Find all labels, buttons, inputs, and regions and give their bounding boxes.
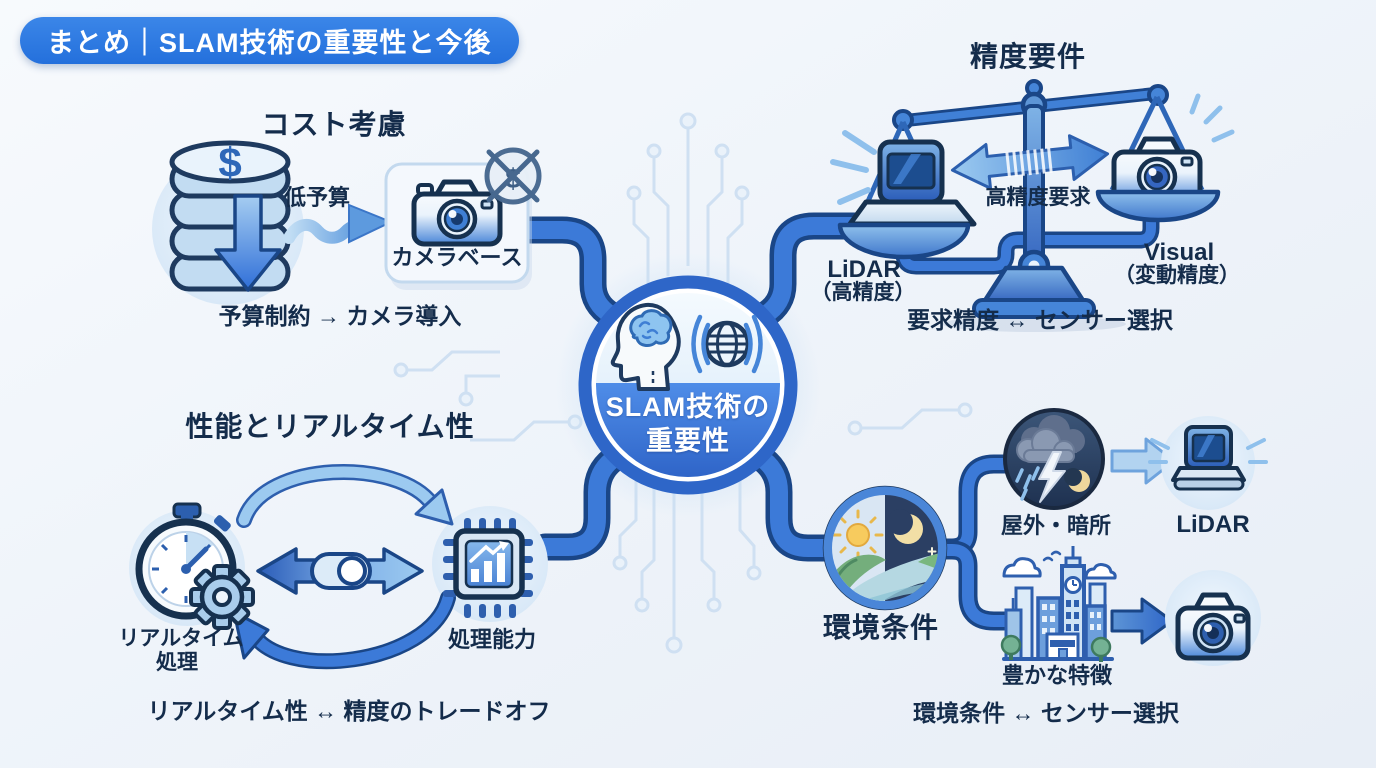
processing-power-label: 処理能力	[447, 627, 537, 652]
accuracy-section-title: 精度要件	[969, 41, 1087, 72]
connector-performance	[531, 446, 626, 561]
center-connectors	[513, 212, 1016, 631]
title-badge: まとめ｜SLAM技術の重要性と今後	[20, 17, 519, 64]
scale-shadow	[942, 316, 1126, 332]
center-node-title: SLAM技術の 重要性	[606, 391, 771, 459]
visual-pan-sublabel: （変動精度）	[1114, 264, 1240, 287]
environment-node-label: 環境条件	[822, 612, 940, 643]
wavy-arrow-icon	[283, 203, 394, 244]
lidar-small-icon	[1148, 416, 1268, 510]
connector-accuracy	[751, 212, 870, 329]
camera-base-label: カメラベース	[391, 245, 523, 270]
day-night-icon	[822, 485, 948, 611]
right-pan	[1095, 189, 1221, 223]
branch-pipe-dark-place	[930, 454, 1016, 558]
realtime-label-line1: リアルタイム	[118, 627, 244, 650]
center-title-line1: SLAM技術の	[605, 392, 771, 422]
down-arrow-icon	[214, 194, 282, 292]
arrow-to-lidar-icon	[1110, 437, 1176, 485]
center-node	[578, 275, 798, 495]
environment-group	[822, 408, 1268, 666]
performance-group	[129, 464, 548, 670]
pan-link-pipe	[895, 206, 1160, 275]
cost-caption: 予算制約 → カメラ導入	[218, 303, 462, 329]
center-title-line2: 重要性	[646, 425, 730, 456]
gear-icon	[189, 564, 255, 630]
camera-icon	[411, 179, 503, 247]
arrow-to-camera-icon	[1110, 597, 1174, 645]
cycle-arrows-icon	[232, 464, 456, 670]
stopwatch-gear-icon	[135, 502, 255, 630]
circuit-traces	[393, 112, 973, 654]
storm-night-icon	[1003, 408, 1105, 510]
rich-features-label: 豊かな特徴	[1001, 663, 1113, 688]
brain-head-icon	[610, 302, 681, 391]
lidar-pan-sublabel: （高精度）	[810, 281, 916, 304]
connector-environment	[750, 446, 842, 562]
left-pan	[837, 222, 971, 260]
accuracy-caption: 要求精度 ↔ センサー選択	[907, 307, 1173, 333]
dollar-symbol: $	[218, 139, 241, 186]
no-money-icon: $	[484, 147, 542, 205]
visual-pan-label: Visual	[1143, 239, 1215, 266]
connector-cost	[513, 216, 625, 329]
cost-section-title: コスト考慮	[261, 109, 407, 140]
city-features-icon	[1000, 546, 1117, 662]
tradeoff-arrow-icon	[950, 134, 1110, 190]
accuracy-group	[830, 79, 1235, 332]
performance-section-title: 性能とリアルタイム性	[185, 411, 475, 442]
globe-signal-icon	[691, 314, 763, 374]
chip-chart-icon	[443, 518, 533, 618]
lidar-pan-label: LiDAR	[827, 256, 901, 283]
high-accuracy-demand-label: 高精度要求	[985, 186, 1091, 209]
branch-pipe-rich-features	[930, 540, 1014, 631]
toggle-arrow-icon	[256, 547, 424, 595]
outdoor-dark-label: 屋外・暗所	[1000, 513, 1112, 538]
camera-sparkles	[1189, 93, 1235, 143]
environment-caption: 環境条件 ↔ センサー選択	[913, 700, 1179, 726]
lidar-sensor-icon	[847, 139, 977, 227]
performance-caption: リアルタイム性 ↔ 精度のトレードオフ	[147, 698, 551, 724]
lidar-target-label: LiDAR	[1176, 511, 1250, 538]
realtime-label-line2: 処理	[156, 651, 198, 674]
cost-group: $ $	[152, 139, 542, 305]
lidar-beams	[830, 130, 877, 205]
title-badge-label: まとめ｜SLAM技術の重要性と今後	[47, 28, 492, 58]
low-budget-label: 低予算	[283, 185, 351, 210]
camera-small-icon	[1165, 570, 1261, 666]
